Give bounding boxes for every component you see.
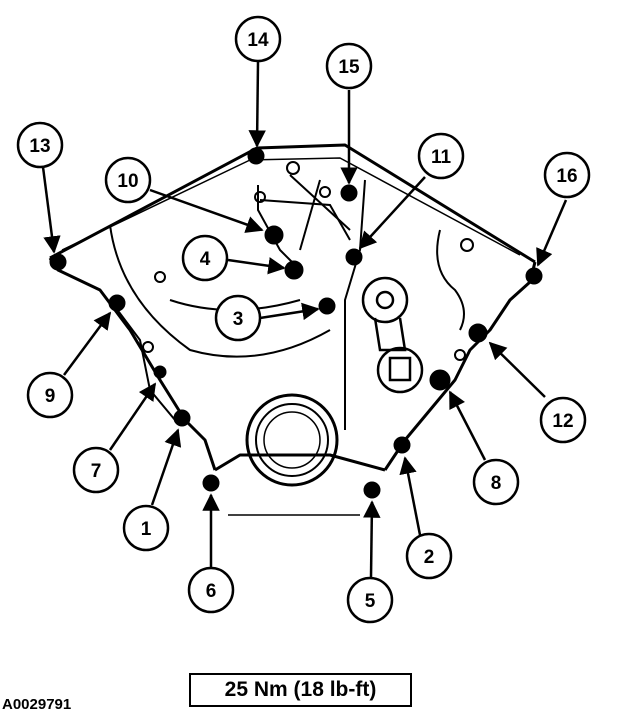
callout-label: 5 <box>365 591 376 612</box>
callout-13: 13 <box>16 121 64 169</box>
leader-11 <box>358 176 426 250</box>
leader-4 <box>227 257 286 275</box>
leader-3 <box>259 302 320 321</box>
callout-10: 10 <box>104 156 152 204</box>
callout-3: 3 <box>214 294 262 342</box>
callout-label: 2 <box>424 547 435 568</box>
callout-label: 3 <box>233 309 244 330</box>
leader-5 <box>363 500 381 578</box>
callout-label: 7 <box>91 461 102 482</box>
bolt-9 <box>108 294 126 312</box>
callout-label: 1 <box>141 519 152 540</box>
callout-8: 8 <box>472 458 520 506</box>
callout-14: 14 <box>234 15 282 63</box>
leader-10 <box>149 188 264 233</box>
callout-16: 16 <box>543 151 591 199</box>
bolt-5 <box>363 481 381 499</box>
callout-1: 1 <box>122 504 170 552</box>
callout-7: 7 <box>72 446 120 494</box>
leader-14 <box>248 61 266 148</box>
bolt-12 <box>468 323 488 343</box>
torque-spec-box: 25 Nm (18 lb-ft) <box>189 673 412 707</box>
bolt-3 <box>318 297 336 315</box>
bolt-7 <box>153 365 167 379</box>
bolt-2 <box>393 436 411 454</box>
tensioner-assembly <box>361 276 424 394</box>
bolt-6 <box>202 474 220 492</box>
bolt-16 <box>525 267 543 285</box>
leader-13 <box>41 166 61 254</box>
bolt-heads <box>49 147 543 499</box>
bolt-11 <box>345 248 363 266</box>
callout-12: 12 <box>539 396 587 444</box>
bolt-14 <box>247 147 265 165</box>
callout-15: 15 <box>325 42 373 90</box>
callout-6: 6 <box>187 566 235 614</box>
callout-label: 15 <box>338 57 360 78</box>
callout-label: 16 <box>556 166 577 187</box>
leader-12 <box>488 341 546 398</box>
leader-16 <box>536 199 568 267</box>
bolt-1 <box>173 409 191 427</box>
callout-9: 9 <box>26 371 74 419</box>
bolt-13 <box>49 253 67 271</box>
crankshaft-seal <box>245 393 339 487</box>
callout-label: 6 <box>206 581 217 602</box>
leader-8 <box>448 390 487 461</box>
small-holes <box>142 161 474 361</box>
callout-label: 14 <box>247 30 269 51</box>
bolt-8 <box>429 369 451 391</box>
leader-1 <box>150 428 182 506</box>
callout-5: 5 <box>346 576 394 624</box>
callout-label: 12 <box>552 411 573 432</box>
leader-7 <box>108 382 157 451</box>
callout-11: 11 <box>417 132 465 180</box>
leader-2 <box>399 456 422 536</box>
callout-2: 2 <box>405 532 453 580</box>
callout-label: 9 <box>45 386 56 407</box>
callout-label: 8 <box>491 473 502 494</box>
callout-4: 4 <box>181 234 229 282</box>
bolt-15 <box>340 184 358 202</box>
bolt-10 <box>264 225 284 245</box>
bolt-4 <box>284 260 304 280</box>
torque-spec-label: 25 Nm (18 lb-ft) <box>224 678 377 701</box>
callout-label: 11 <box>431 147 452 168</box>
leader-lines <box>41 61 568 578</box>
callout-label: 13 <box>29 136 50 157</box>
cover-inner-detail <box>109 174 465 430</box>
front-cover-outline <box>48 143 537 472</box>
callout-label: 4 <box>200 249 211 270</box>
callout-circles: 1 2 3 4 5 6 7 8 9 10 11 12 13 14 15 <box>16 15 591 624</box>
callout-label: 10 <box>117 171 138 192</box>
figure-id: A0029791 <box>2 696 72 713</box>
leader-9 <box>62 311 112 376</box>
